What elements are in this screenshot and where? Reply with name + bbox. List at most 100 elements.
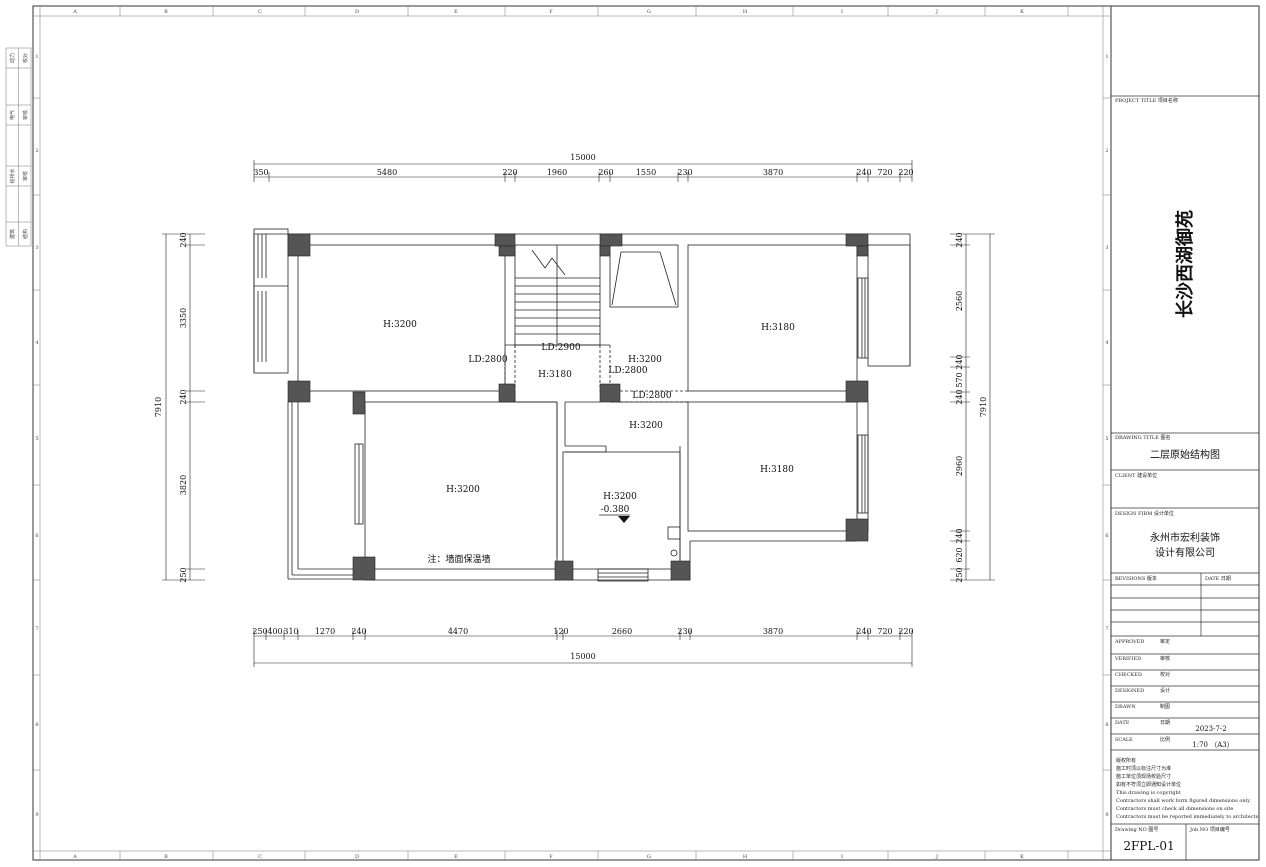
grid-row-label: 8 bbox=[1105, 722, 1108, 728]
date-value: 2023-7-2 bbox=[1195, 725, 1226, 733]
copyright-note: This drawing is copyright bbox=[1116, 790, 1181, 796]
grid-col-label: A bbox=[72, 854, 77, 860]
dimension-text: 220 bbox=[898, 168, 913, 177]
dimension-text: 310 bbox=[283, 627, 298, 636]
room-height-label: H:3180 bbox=[761, 323, 795, 333]
dimension-text: 570 bbox=[955, 372, 964, 387]
dimension-text: 230 bbox=[677, 627, 692, 636]
dimension-text: 240 bbox=[179, 232, 188, 247]
grid-row-label: 5 bbox=[35, 436, 38, 442]
grid-row-label: 3 bbox=[35, 245, 38, 251]
grid-row-label: 9 bbox=[1105, 812, 1108, 818]
dimension-text: 250 bbox=[252, 627, 267, 636]
room-height-label: H:3200 bbox=[629, 421, 663, 431]
dimension-text: 7910 bbox=[154, 397, 163, 417]
room-height-label: H:3200 bbox=[628, 355, 662, 365]
grid-col-label: J bbox=[935, 9, 938, 15]
sign-off-label: 动力 bbox=[9, 53, 16, 63]
dimension-text: 240 bbox=[955, 232, 964, 247]
dimension-text: 240 bbox=[955, 354, 964, 369]
grid-col-label: D bbox=[355, 854, 359, 860]
copyright-note: 施工单位须现场校验尺寸 bbox=[1116, 773, 1171, 780]
dimension-text: 120 bbox=[553, 627, 568, 636]
grid-col-label: F bbox=[549, 854, 553, 860]
grid-col-label: E bbox=[454, 9, 458, 15]
sign-off-label: 结构 bbox=[22, 229, 29, 239]
grid-row-label: 4 bbox=[35, 340, 38, 346]
copyright-note: 施工时须以标注尺寸为准 bbox=[1116, 765, 1171, 772]
dimension-text: 720 bbox=[877, 168, 892, 177]
grid-row-label: 5 bbox=[1105, 436, 1108, 442]
client-label: CLIENT 建设单位 bbox=[1115, 472, 1157, 479]
dimension-text: 7910 bbox=[979, 397, 988, 417]
floor-level-label: -0.380 bbox=[601, 505, 630, 515]
drawn-cn-label: 制图 bbox=[1160, 703, 1170, 710]
dimension-text: 4470 bbox=[448, 627, 468, 636]
grid-col-label: B bbox=[164, 9, 168, 15]
structural-columns bbox=[287, 233, 869, 581]
dimension-text: 1270 bbox=[315, 627, 335, 636]
dimension-text: 5480 bbox=[377, 168, 397, 177]
dimension-text: 1960 bbox=[547, 168, 567, 177]
dimension-right bbox=[950, 233, 995, 581]
dimension-text: 3350 bbox=[179, 308, 188, 328]
verified-label: VERIFIED bbox=[1114, 656, 1141, 662]
copyright-note: 如有不符须立即通知设计单位 bbox=[1116, 781, 1181, 788]
dimension-text: 240 bbox=[955, 528, 964, 543]
firm-name-line1: 永州市宏利装饰 bbox=[1150, 531, 1220, 544]
dimension-bottom bbox=[253, 630, 913, 667]
job-no-label: Job NO 项目编号 bbox=[1189, 826, 1230, 833]
beam-label: LD:2900 bbox=[541, 343, 580, 353]
drawing-title-label: DRAWING TITLE 图名 bbox=[1115, 434, 1170, 441]
room-height-label: H:3180 bbox=[538, 370, 572, 380]
grid-col-label: J bbox=[935, 854, 938, 860]
sign-off-label: 审核 bbox=[22, 110, 29, 120]
designed-cn-label: 设计 bbox=[1160, 687, 1170, 694]
drawn-label: DRAWN bbox=[1115, 704, 1136, 710]
copyright-note: Contractors shall work form figured dime… bbox=[1116, 798, 1250, 804]
sign-off-label: 审核 bbox=[22, 171, 29, 181]
grid-col-label: I bbox=[841, 9, 843, 15]
date-cn-label: 日期 bbox=[1160, 720, 1170, 726]
project-name: 长沙西湖御苑 bbox=[1174, 210, 1196, 318]
date-column-label: DATE 日期 bbox=[1205, 576, 1231, 582]
room-height-label: H:3200 bbox=[383, 320, 417, 330]
dimension-text: 2960 bbox=[955, 456, 964, 476]
grid-row-label: 2 bbox=[1105, 148, 1108, 154]
grid-col-label: C bbox=[258, 9, 262, 15]
dimension-text: 3870 bbox=[763, 627, 783, 636]
dimension-text: 260 bbox=[598, 168, 613, 177]
plan-note: 注：墙面保温墙 bbox=[427, 553, 490, 565]
dimension-text: 240 bbox=[856, 168, 871, 177]
dimension-text: 250 bbox=[955, 567, 964, 582]
beam-label: LD:2800 bbox=[632, 391, 671, 401]
dimension-text: 230 bbox=[677, 168, 692, 177]
approved-cn-label: 审定 bbox=[1160, 638, 1170, 645]
room-height-label: H:3200 bbox=[603, 492, 637, 502]
dimension-text: 1550 bbox=[636, 168, 656, 177]
grid-row-label: 6 bbox=[1105, 533, 1108, 539]
copyright-note: Contractors must be reported immediately… bbox=[1116, 814, 1259, 820]
grid-col-label: K bbox=[1020, 854, 1024, 860]
grid-row-label: 2 bbox=[35, 148, 38, 154]
designed-label: DESIGNED bbox=[1115, 688, 1144, 694]
grid-row-label: 7 bbox=[1105, 626, 1108, 632]
scale-label: SCALE bbox=[1115, 737, 1133, 743]
grid-col-label: G bbox=[647, 854, 651, 860]
firm-name-line2: 设计有限公司 bbox=[1155, 546, 1215, 559]
dimension-text: 2560 bbox=[955, 291, 964, 311]
grid-col-label: F bbox=[549, 9, 553, 15]
dimension-text: 3870 bbox=[763, 168, 783, 177]
dimension-text: 400 bbox=[267, 627, 282, 636]
grid-col-label: A bbox=[72, 9, 77, 15]
grid-row-label: 8 bbox=[35, 722, 38, 728]
grid-col-label: H bbox=[743, 9, 748, 15]
grid-col-label: H bbox=[743, 854, 748, 860]
grid-row-label: 9 bbox=[35, 812, 38, 818]
drawing-title: 二层原始结构图 bbox=[1150, 448, 1220, 461]
grid-col-label: E bbox=[454, 854, 458, 860]
dimension-text: 240 bbox=[179, 389, 188, 404]
grid-row-label: 3 bbox=[1105, 245, 1108, 251]
dimension-text: 240 bbox=[351, 627, 366, 636]
sign-off-label: 给排水 bbox=[9, 168, 16, 183]
